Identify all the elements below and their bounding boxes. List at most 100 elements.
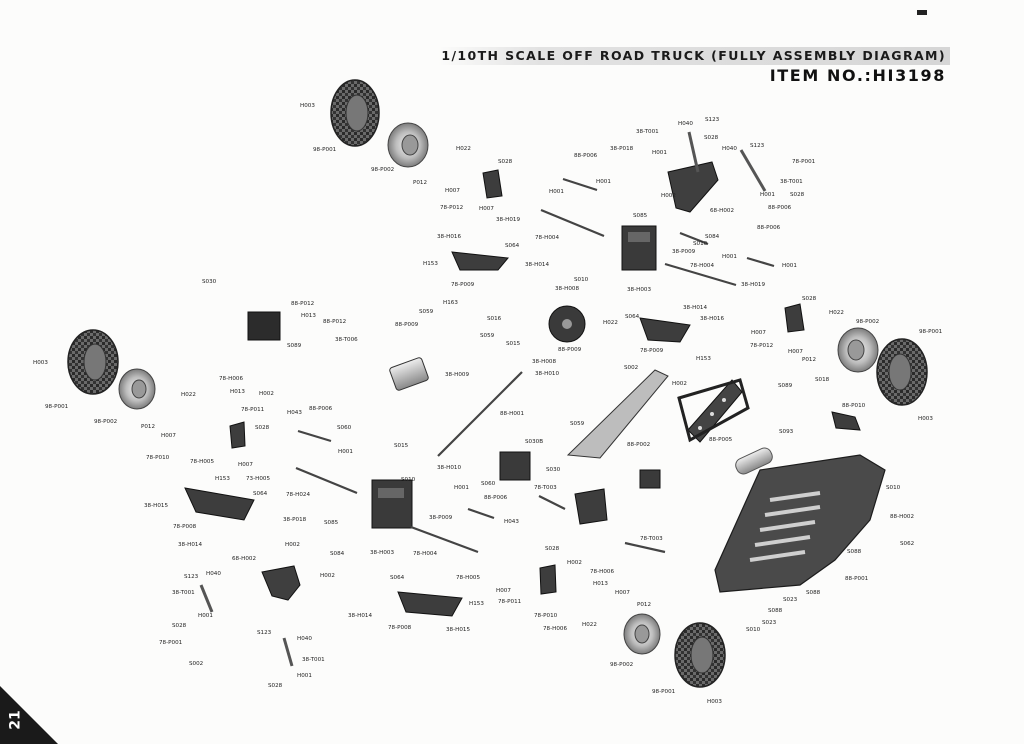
- esc-unit: [499, 451, 531, 481]
- tire-bottom: [674, 622, 726, 688]
- part-label: H040: [206, 571, 221, 577]
- part-label: 78-P010: [146, 455, 170, 461]
- part-label: S028: [704, 135, 719, 141]
- part-label: H003: [707, 699, 722, 705]
- part-label: H022: [456, 146, 471, 152]
- part-label: H001: [596, 179, 611, 185]
- rear-shock-tower: [261, 565, 301, 601]
- part-label: 38-H010: [535, 371, 559, 377]
- part-label: H002: [672, 381, 687, 387]
- part-label: H007: [238, 462, 253, 468]
- part-label: H002: [259, 391, 274, 397]
- part-label: H022: [829, 310, 844, 316]
- part-label: 98-P002: [94, 419, 117, 425]
- part-label: 38-H015: [446, 627, 470, 633]
- part-label: S010: [693, 241, 708, 247]
- part-label: 38-T001: [780, 179, 803, 185]
- part-label: S010: [746, 627, 761, 633]
- part-label: 38-P018: [283, 517, 307, 523]
- part-label: H002: [567, 560, 582, 566]
- part-label: S084: [330, 551, 345, 557]
- part-label: 78-H004: [413, 551, 437, 557]
- part-label: H007: [496, 588, 511, 594]
- part-label: S062: [900, 541, 914, 547]
- part-label: S028: [802, 296, 817, 302]
- part-label: S084: [705, 234, 720, 240]
- part-label: H153: [696, 356, 711, 362]
- part-label: 38-T001: [302, 657, 325, 663]
- part-labels: H003 98-P001 98-P002 H022 P012 H007 78-P…: [33, 103, 943, 705]
- part-label: 98-P001: [652, 689, 676, 695]
- part-label: 38-P018: [610, 146, 634, 152]
- part-label: H001: [297, 673, 312, 679]
- rear-gearbox: [371, 479, 413, 529]
- part-label: 38-H014: [178, 542, 202, 548]
- part-label: S064: [625, 314, 640, 320]
- front-shock-tower: [667, 161, 719, 213]
- shocks: [199, 131, 767, 667]
- part-label: 38-H015: [144, 503, 168, 509]
- part-label: S023: [783, 597, 798, 603]
- part-label: S030: [546, 467, 561, 473]
- tire-top-left: [330, 79, 380, 147]
- part-label: S089: [778, 383, 793, 389]
- center-chassis-rail: [566, 369, 669, 459]
- part-label: S010: [574, 277, 589, 283]
- part-label: 78-H006: [590, 569, 614, 575]
- part-label: H022: [603, 320, 618, 326]
- part-label: S010: [401, 477, 416, 483]
- part-label: S023: [762, 620, 777, 626]
- part-label: 38-H016: [437, 234, 461, 240]
- part-label: H013: [301, 313, 316, 319]
- part-label: H001: [722, 254, 737, 260]
- part-label: 88-P006: [574, 153, 598, 159]
- part-label: S030B: [525, 439, 543, 445]
- part-label: S123: [750, 143, 765, 149]
- part-label: S093: [779, 429, 794, 435]
- part-label: 78-P009: [640, 348, 664, 354]
- part-label: 78-P008: [388, 625, 412, 631]
- part-label: H153: [423, 261, 438, 267]
- part-label: 88-H001: [500, 411, 524, 417]
- motor: [389, 357, 429, 391]
- part-label: 78-H024: [286, 492, 310, 498]
- part-label: H007: [479, 206, 494, 212]
- part-label: P012: [141, 424, 155, 430]
- part-label: H001: [652, 150, 667, 156]
- part-label: S016: [487, 316, 502, 322]
- part-label: H003: [33, 360, 48, 366]
- part-label: 88-P010: [842, 403, 866, 409]
- part-label: 38-H019: [496, 217, 520, 223]
- part-label: 88-P009: [395, 322, 419, 328]
- part-label: S064: [253, 491, 268, 497]
- part-label: 38-T001: [636, 129, 659, 135]
- part-label: H163: [443, 300, 458, 306]
- part-label: 98-P002: [856, 319, 879, 325]
- part-label: 88-P002: [627, 442, 650, 448]
- part-label: 38-T001: [172, 590, 195, 596]
- part-label: 78-P001: [792, 159, 816, 165]
- part-label: H013: [593, 581, 608, 587]
- part-label: H001: [782, 263, 797, 269]
- part-label: 78-P011: [498, 599, 522, 605]
- part-label: S028: [172, 623, 187, 629]
- part-label: 88-P006: [757, 225, 781, 231]
- part-label: 78-H006: [543, 626, 567, 632]
- part-label: 38-H016: [700, 316, 724, 322]
- part-label: S064: [390, 575, 405, 581]
- part-label: S123: [184, 574, 199, 580]
- part-label: H001: [760, 192, 775, 198]
- part-label: S015: [394, 443, 409, 449]
- part-label: 78-P011: [241, 407, 265, 413]
- item-number: ITEM NO.:HI3198: [769, 66, 946, 85]
- arm-rear-lower: [397, 591, 463, 617]
- part-label: S088: [806, 590, 821, 596]
- part-label: 98-P001: [919, 329, 943, 335]
- part-label: H001: [338, 449, 353, 455]
- part-label: 78-H004: [690, 263, 714, 269]
- part-label: 88-H002: [890, 514, 914, 520]
- part-label: S089: [287, 343, 302, 349]
- arm-front-right: [639, 317, 691, 343]
- part-label: H043: [287, 410, 302, 416]
